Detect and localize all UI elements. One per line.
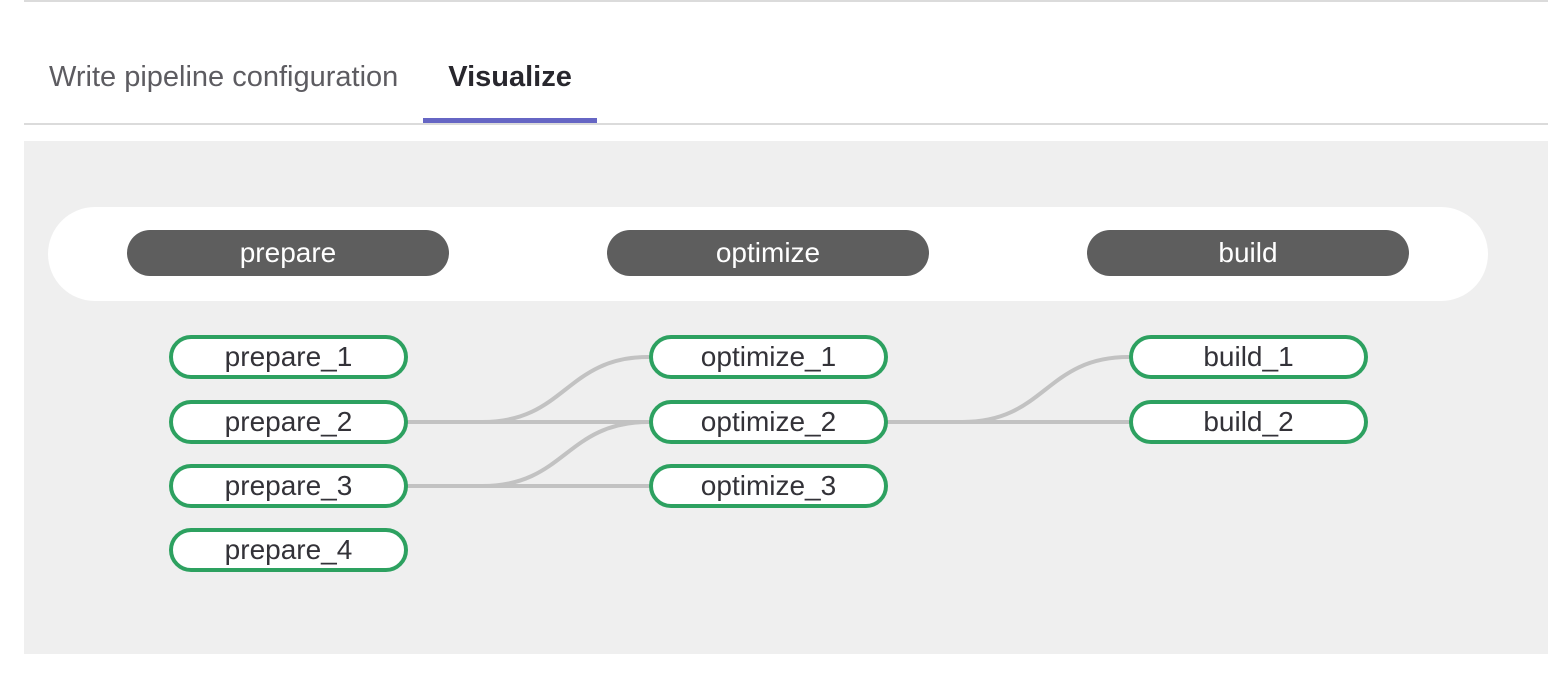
tab-bar: Write pipeline configuration Visualize — [24, 2, 1548, 125]
job-pill-prepare_4[interactable]: prepare_4 — [169, 528, 408, 572]
stage-pill-prepare: prepare — [127, 230, 449, 276]
edge-prepare_2-to-optimize_1 — [405, 355, 651, 424]
edge-optimize_2-to-build_1 — [885, 355, 1131, 424]
active-tab-indicator — [423, 118, 597, 123]
top-divider — [24, 0, 1548, 2]
stage-pill-optimize: optimize — [607, 230, 929, 276]
tab-visualize[interactable]: Visualize — [423, 2, 597, 123]
job-pill-prepare_2[interactable]: prepare_2 — [169, 400, 408, 444]
job-pill-build_2[interactable]: build_2 — [1129, 400, 1368, 444]
tab-label: Write pipeline configuration — [49, 61, 399, 93]
job-pill-optimize_1[interactable]: optimize_1 — [649, 335, 888, 379]
tab-write-pipeline-configuration[interactable]: Write pipeline configuration — [24, 2, 423, 123]
job-pill-build_1[interactable]: build_1 — [1129, 335, 1368, 379]
dependency-edges — [405, 355, 1131, 488]
tab-label: Visualize — [448, 61, 572, 93]
stage-pill-build: build — [1087, 230, 1409, 276]
job-pill-optimize_3[interactable]: optimize_3 — [649, 464, 888, 508]
job-pill-prepare_3[interactable]: prepare_3 — [169, 464, 408, 508]
job-pill-prepare_1[interactable]: prepare_1 — [169, 335, 408, 379]
edge-prepare_3-to-optimize_2 — [405, 420, 651, 488]
job-pill-optimize_2[interactable]: optimize_2 — [649, 400, 888, 444]
